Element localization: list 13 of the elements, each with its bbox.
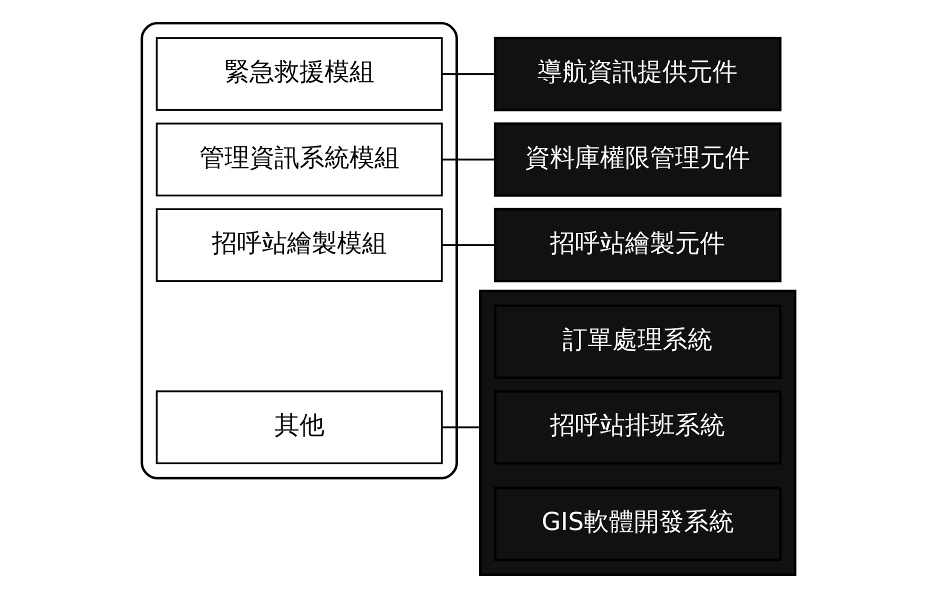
cluster: [140, 22, 458, 480]
node-box: 招呼站繪製元件: [494, 208, 782, 282]
node-box: 導航資訊提供元件: [494, 36, 782, 112]
connector: [442, 73, 495, 75]
node-box: 招呼站繪製模組: [156, 208, 443, 282]
connector: [442, 158, 495, 160]
node-box: 資料庫權限管理元件: [494, 122, 782, 197]
node-box: 其他: [156, 390, 443, 464]
node-box: 管理資訊系統模組: [156, 122, 443, 196]
node-box: 緊急救援模組: [156, 37, 443, 111]
connector: [442, 426, 480, 428]
cluster: [479, 290, 796, 576]
connector: [442, 244, 495, 246]
